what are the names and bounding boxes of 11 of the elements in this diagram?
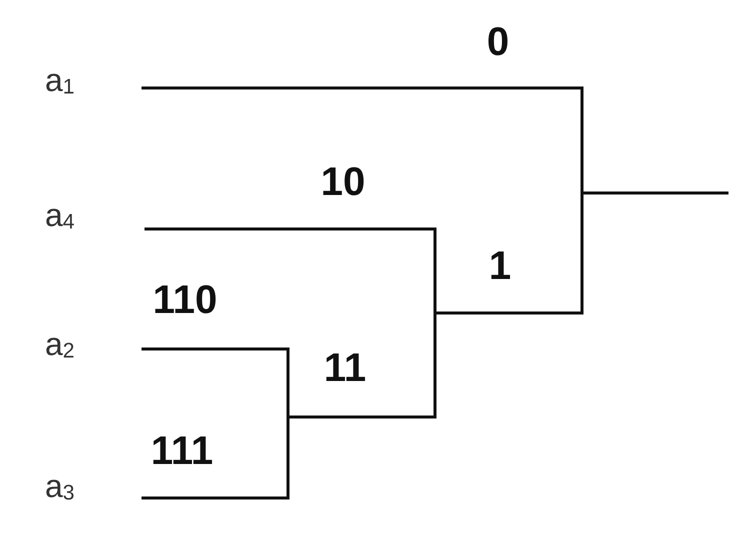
edge-label: 110 (152, 280, 218, 320)
edge-label: 10 (320, 162, 366, 202)
branch-code-label: 11 (324, 348, 366, 388)
branch-code-label: 1 (488, 246, 512, 286)
symbol-label: a$_{2}$ (45, 328, 75, 360)
tree-branch-line (142, 192, 728, 500)
edge-label: 111 (150, 431, 214, 471)
symbol-label: a$_{4}$ (45, 199, 75, 231)
edge-label: 0 (486, 22, 510, 62)
symbol-label: a$_{3}$ (45, 470, 75, 502)
symbol-label: a$_{1}$ (45, 64, 75, 96)
